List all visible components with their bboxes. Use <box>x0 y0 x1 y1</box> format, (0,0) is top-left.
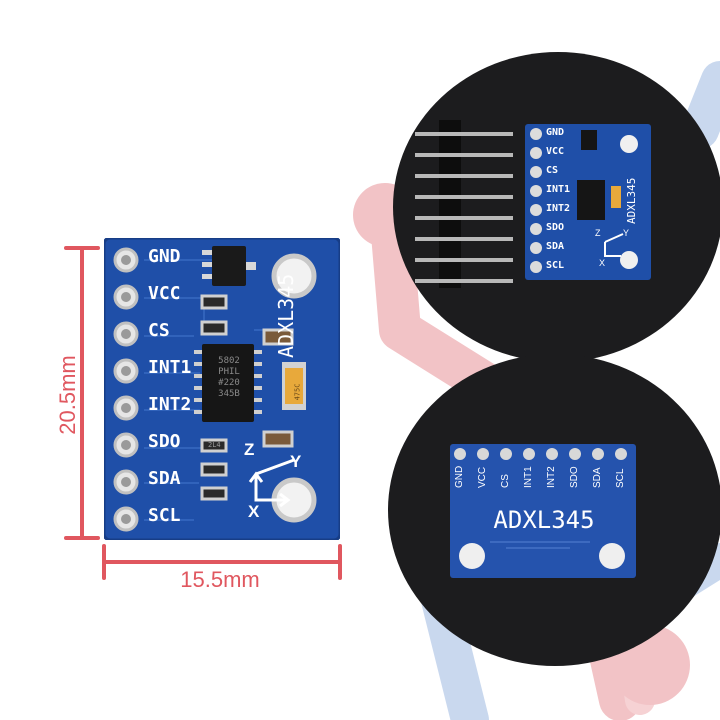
bottom-inset-model-label: ADXL345 <box>493 506 595 534</box>
smd-components <box>200 294 294 501</box>
top-inset-axis-y: Y <box>623 228 630 238</box>
top-inset-pin-label: SDA <box>546 241 565 252</box>
main-pin-label: SCL <box>148 505 181 526</box>
axis-label-x: X <box>248 502 260 521</box>
top-inset-board: GND VCC CS INT1 INT2 SDO SDA SCL ADXL345… <box>525 124 651 280</box>
axis-label-y: Y <box>290 452 302 471</box>
height-dimension-label: 20.5mm <box>55 355 80 435</box>
capacitor-marking: 475C <box>293 383 302 401</box>
main-pin-label: CS <box>148 320 170 341</box>
main-board-pcb <box>104 238 340 540</box>
chip-marking-line: PHIL <box>218 367 240 377</box>
main-pin-label: SDA <box>148 468 181 489</box>
chip-marking-line: 5802 <box>218 356 240 366</box>
main-pin-label: SDO <box>148 431 181 452</box>
top-inset-axis-x: X <box>599 258 606 268</box>
top-inset-photo: GND VCC CS INT1 INT2 SDO SDA SCL ADXL345… <box>393 52 720 362</box>
tantalum-capacitor <box>282 362 306 410</box>
pin-header <box>415 120 513 288</box>
main-pin-label: VCC <box>148 283 181 304</box>
resistor-marking: 2L4 <box>208 441 221 449</box>
main-pin-label: INT1 <box>148 357 192 378</box>
top-inset-pin-label: SDO <box>546 222 565 233</box>
adxl345-chip <box>194 344 262 422</box>
main-board-pin-holes <box>113 247 139 532</box>
top-inset-axis-z: Z <box>595 228 601 238</box>
top-inset-pin-label: VCC <box>546 146 565 157</box>
chip-marking: 5802 PHIL #220 345B <box>208 356 250 400</box>
top-inset-pin-label: INT2 <box>546 203 571 214</box>
main-pin-label: INT2 <box>148 394 192 415</box>
top-inset-pin-label: SCL <box>546 260 565 271</box>
mounting-hole <box>271 253 317 299</box>
regulator-chip <box>202 246 256 286</box>
top-inset-pin-label: CS <box>546 165 559 176</box>
axis-label-z: Z <box>244 440 255 459</box>
axis-arrows <box>248 458 295 508</box>
bottom-inset-board: GND VCC CS INT1 INT2 SDO SDA SCL ADXL345 <box>450 444 636 578</box>
bottom-inset-photo: GND VCC CS INT1 INT2 SDO SDA SCL ADXL345 <box>388 354 720 666</box>
top-inset-model-label: ADXL345 <box>625 177 638 224</box>
chip-marking-line: 345B <box>218 389 240 399</box>
top-inset-pin-label: INT1 <box>546 184 571 195</box>
main-pin-label: GND <box>148 246 181 267</box>
bottom-inset-pin-label: SCL <box>615 468 626 488</box>
top-inset-pin-label: GND <box>546 127 565 138</box>
main-board: GND VCC CS INT1 INT2 SDO SDA SCL ADXL345… <box>104 238 340 540</box>
width-dimension-label: 15.5mm <box>180 567 260 592</box>
chip-marking-line: #220 <box>218 378 240 388</box>
main-model-label: ADXL345 <box>274 273 298 358</box>
